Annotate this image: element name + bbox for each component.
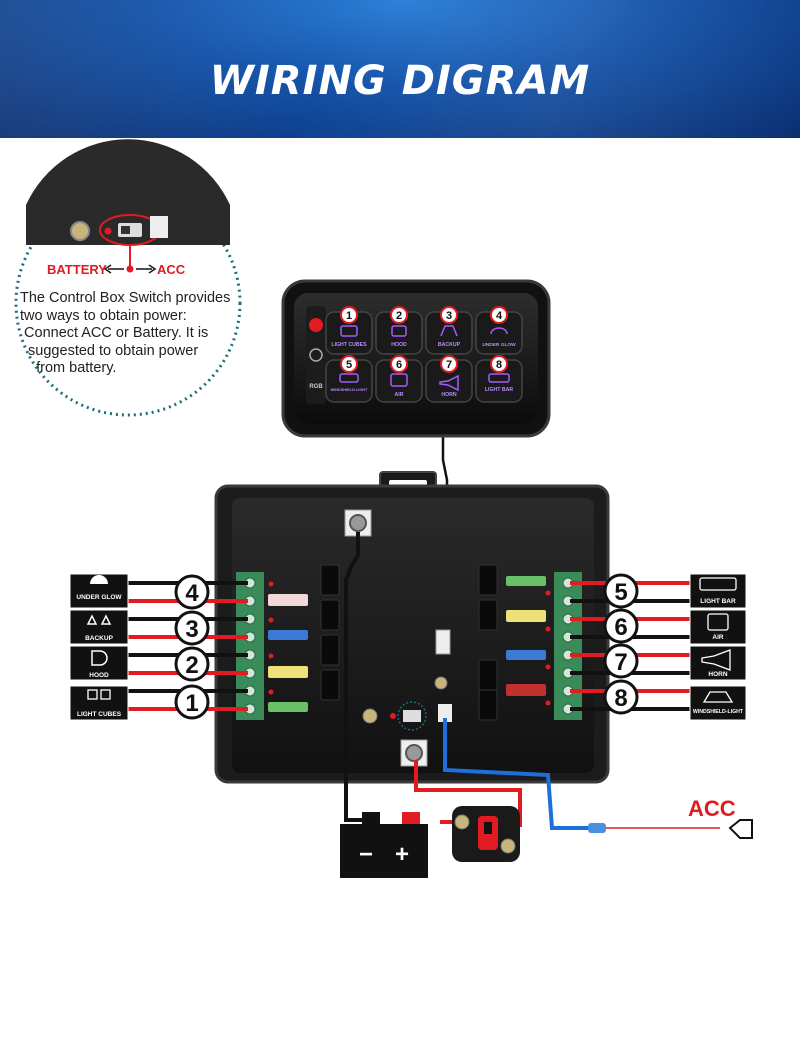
acc-option-label: ACC xyxy=(157,262,186,277)
note-line-5: from battery. xyxy=(20,360,117,376)
panel-btn-label-7: HORN xyxy=(441,392,457,398)
panel-btn-label-1: LIGHT CUBES xyxy=(331,342,367,348)
note-line-2: two ways to obtain power: xyxy=(20,307,187,324)
callout-note: The Control Box Switch provides two ways… xyxy=(20,290,240,378)
panel-btn-label-6: AIR xyxy=(395,392,404,398)
panel-btn-num-1: 1 xyxy=(346,310,352,322)
note-line-1: The Control Box Switch provides xyxy=(20,290,231,306)
panel-btn-num-2: 2 xyxy=(396,310,402,322)
page-title: WIRING DIGRAM xyxy=(209,58,591,104)
right-marker-8: 8 xyxy=(614,685,627,712)
battery-option-label: BATTERY xyxy=(47,262,107,277)
battery xyxy=(340,812,428,878)
right-output-icons xyxy=(689,573,747,721)
horn-icon xyxy=(701,649,731,671)
acc-power-label: ACC xyxy=(688,796,736,821)
windshield-light-icon xyxy=(702,691,734,703)
panel-btn-label-4: UNDER GLOW xyxy=(482,342,516,348)
panel-light-bar-icon xyxy=(488,373,510,383)
air-icon xyxy=(707,613,729,631)
battery-plus-label: + xyxy=(395,841,409,868)
light-bar-icon xyxy=(699,577,737,591)
left-marker-2: 2 xyxy=(185,652,198,679)
brightness-icon xyxy=(309,348,323,362)
right-marker-7: 7 xyxy=(614,649,627,676)
left-output-icons xyxy=(69,573,129,721)
battery-minus-label: − xyxy=(359,841,373,868)
left-number-markers xyxy=(174,574,210,720)
panel-btn-num-5: 5 xyxy=(346,359,352,371)
panel-btn-label-3: BACKUP xyxy=(438,342,461,348)
panel-horn-icon xyxy=(439,374,459,392)
panel-btn-label-2: HOOD xyxy=(391,342,407,348)
panel-btn-num-4: 4 xyxy=(496,310,503,322)
light-cubes-icon xyxy=(87,689,98,700)
panel-windshield-icon xyxy=(339,373,359,383)
note-line-4: suggested to obtain power xyxy=(20,342,199,359)
left-marker-4: 4 xyxy=(185,580,199,607)
backup-icon xyxy=(86,614,112,625)
panel-air-icon xyxy=(390,373,408,387)
panel-btn-num-6: 6 xyxy=(396,359,402,371)
panel-backup-icon xyxy=(440,325,458,337)
panel-btn-num-7: 7 xyxy=(446,359,452,371)
control-panel xyxy=(281,279,551,438)
left-marker-1: 1 xyxy=(185,690,198,717)
circuit-breaker xyxy=(452,806,520,862)
right-label-horn: HORN xyxy=(708,671,727,678)
panel-btn-num-3: 3 xyxy=(446,310,452,322)
right-number-markers xyxy=(603,573,639,715)
acc-blue-wire xyxy=(443,718,590,830)
right-label-windshield-light: WINDSHIELD-LIGHT xyxy=(693,709,744,715)
left-label-light-cubes: LIGHT CUBES xyxy=(77,711,122,718)
ground-wire xyxy=(344,532,365,822)
note-line-3: Connect ACC or Battery. It is xyxy=(20,325,209,341)
panel-btn-label-5: WINDSHIELD-LIGHT xyxy=(331,388,368,392)
right-label-light-bar: LIGHT BAR xyxy=(700,598,736,605)
under-glow-icon xyxy=(90,575,108,584)
header-banner xyxy=(0,0,800,138)
left-marker-3: 3 xyxy=(185,616,198,643)
acc-connector xyxy=(588,823,606,833)
panel-light-cubes-icon xyxy=(340,325,358,337)
power-switch-callout xyxy=(14,139,242,417)
power-icon xyxy=(309,318,323,332)
left-label-under-glow: UNDER GLOW xyxy=(76,594,122,601)
right-marker-6: 6 xyxy=(614,614,627,641)
left-label-backup: BACKUP xyxy=(85,635,113,642)
panel-hood-icon xyxy=(391,325,407,337)
right-marker-5: 5 xyxy=(614,579,627,606)
panel-under-glow-icon xyxy=(490,327,508,335)
panel-btn-num-8: 8 xyxy=(496,359,502,371)
control-box xyxy=(214,471,610,784)
left-label-hood: HOOD xyxy=(89,672,109,679)
add-a-fuse-icon xyxy=(728,819,753,839)
panel-btn-label-8: LIGHT BAR xyxy=(485,387,513,393)
right-label-air: AIR xyxy=(712,634,724,641)
hood-icon xyxy=(91,650,108,666)
panel-side-label: RGB xyxy=(309,384,323,390)
